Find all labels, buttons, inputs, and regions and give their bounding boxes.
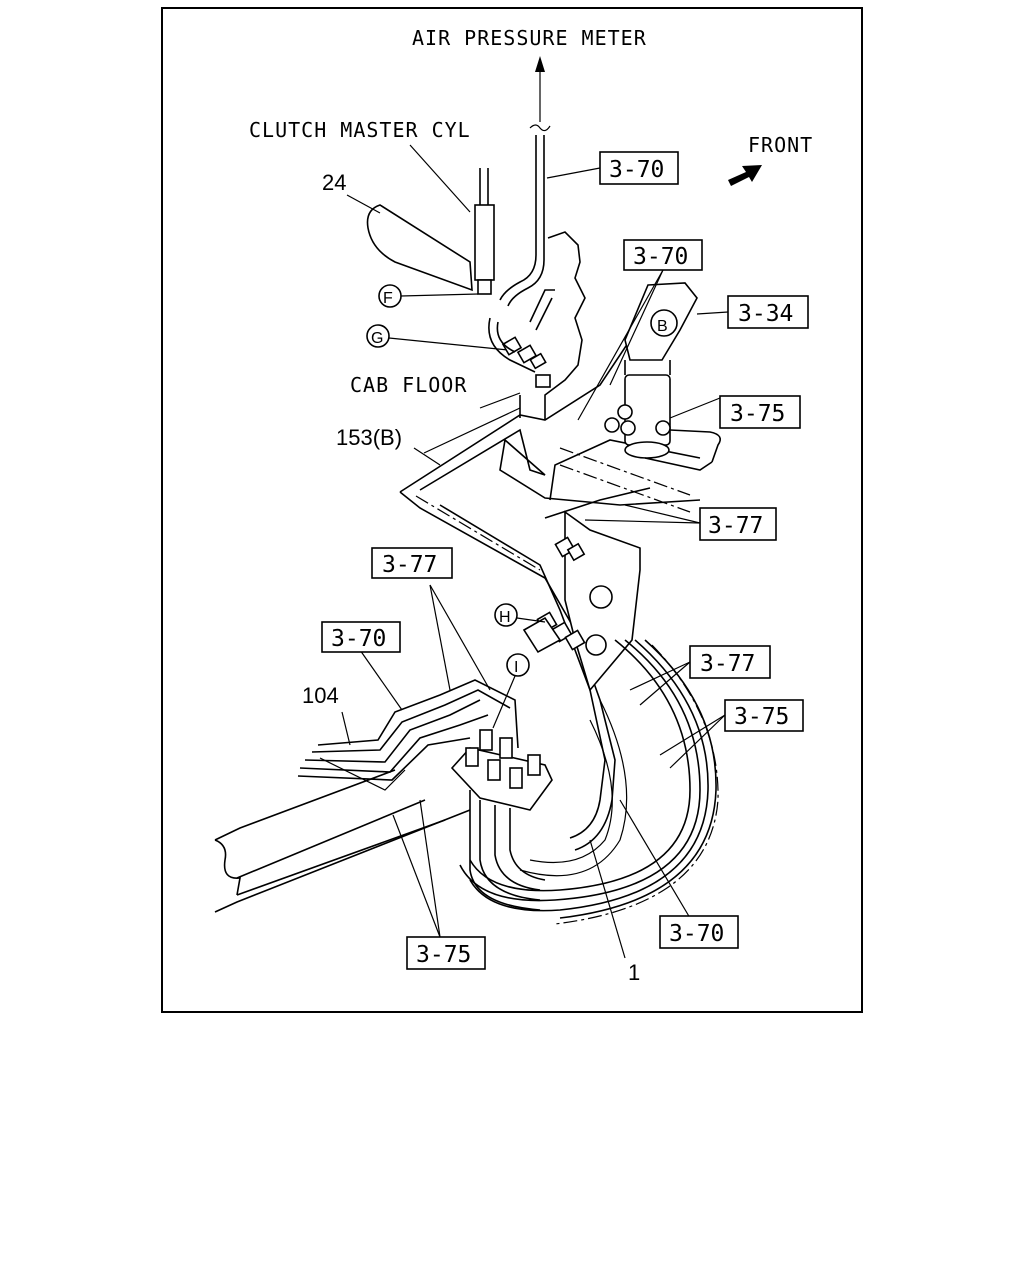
label-clutch-master-cyl: CLUTCH MASTER CYL: [249, 118, 471, 142]
svg-text:3-77: 3-77: [708, 513, 763, 539]
part-number-24: 24: [322, 170, 346, 195]
clutch-master-cylinder: [409, 144, 495, 295]
label-cab-floor: CAB FLOOR: [350, 373, 467, 397]
svg-text:3-70: 3-70: [669, 921, 724, 947]
front-arrow-icon: [728, 165, 762, 186]
ref-box-3-75-bottom[interactable]: 3-75: [406, 936, 486, 970]
svg-text:B: B: [657, 318, 668, 335]
valve-b: B: [604, 282, 729, 471]
ref-box-3-77-lower[interactable]: 3-77: [689, 645, 771, 679]
cab-floor-panel: [479, 231, 586, 420]
svg-text:F: F: [383, 290, 393, 307]
ref-box-3-77-right[interactable]: 3-77: [699, 507, 777, 541]
label-front: FRONT: [748, 133, 813, 157]
svg-text:G: G: [371, 330, 383, 347]
svg-text:3-75: 3-75: [416, 942, 471, 968]
junction-block: I: [450, 653, 553, 911]
ref-box-3-70-top[interactable]: 3-70: [599, 151, 679, 185]
pipes-104: 104: [297, 679, 519, 791]
svg-text:H: H: [499, 609, 511, 626]
leader-lines: [359, 167, 726, 959]
ref-box-3-34[interactable]: 3-34: [727, 295, 809, 329]
clutch-pedal-24: 24: [322, 170, 473, 292]
ref-box-3-75-upper[interactable]: 3-75: [719, 395, 801, 429]
frame-rail: [214, 769, 471, 913]
label-air-pressure-meter: AIR PRESSURE METER: [412, 26, 647, 50]
ref-box-3-70-left[interactable]: 3-70: [321, 621, 401, 653]
svg-text:3-77: 3-77: [700, 651, 755, 677]
part-number-104: 104: [302, 683, 339, 708]
ref-box-3-77-left[interactable]: 3-77: [371, 547, 453, 579]
svg-text:3-70: 3-70: [609, 157, 664, 183]
air-pressure-pipe: [499, 56, 551, 307]
svg-text:I: I: [514, 659, 518, 676]
svg-text:3-75: 3-75: [730, 401, 785, 427]
svg-text:3-70: 3-70: [633, 244, 688, 270]
part-number-153b: 153(B): [336, 425, 402, 450]
part-number-1: 1: [628, 960, 640, 985]
ref-box-3-75-right[interactable]: 3-75: [724, 699, 804, 732]
svg-text:3-77: 3-77: [382, 552, 437, 578]
marker-f: F: [378, 284, 479, 308]
ref-box-3-70-upper[interactable]: 3-70: [623, 239, 703, 271]
ref-box-3-70-bottom[interactable]: 3-70: [659, 915, 739, 949]
diagram-frame: [161, 7, 863, 1013]
svg-text:3-34: 3-34: [738, 301, 793, 327]
marker-g: G: [366, 324, 509, 351]
pipe-bundle-curves: [459, 639, 719, 925]
svg-text:3-75: 3-75: [734, 704, 789, 730]
svg-text:3-70: 3-70: [331, 626, 386, 652]
